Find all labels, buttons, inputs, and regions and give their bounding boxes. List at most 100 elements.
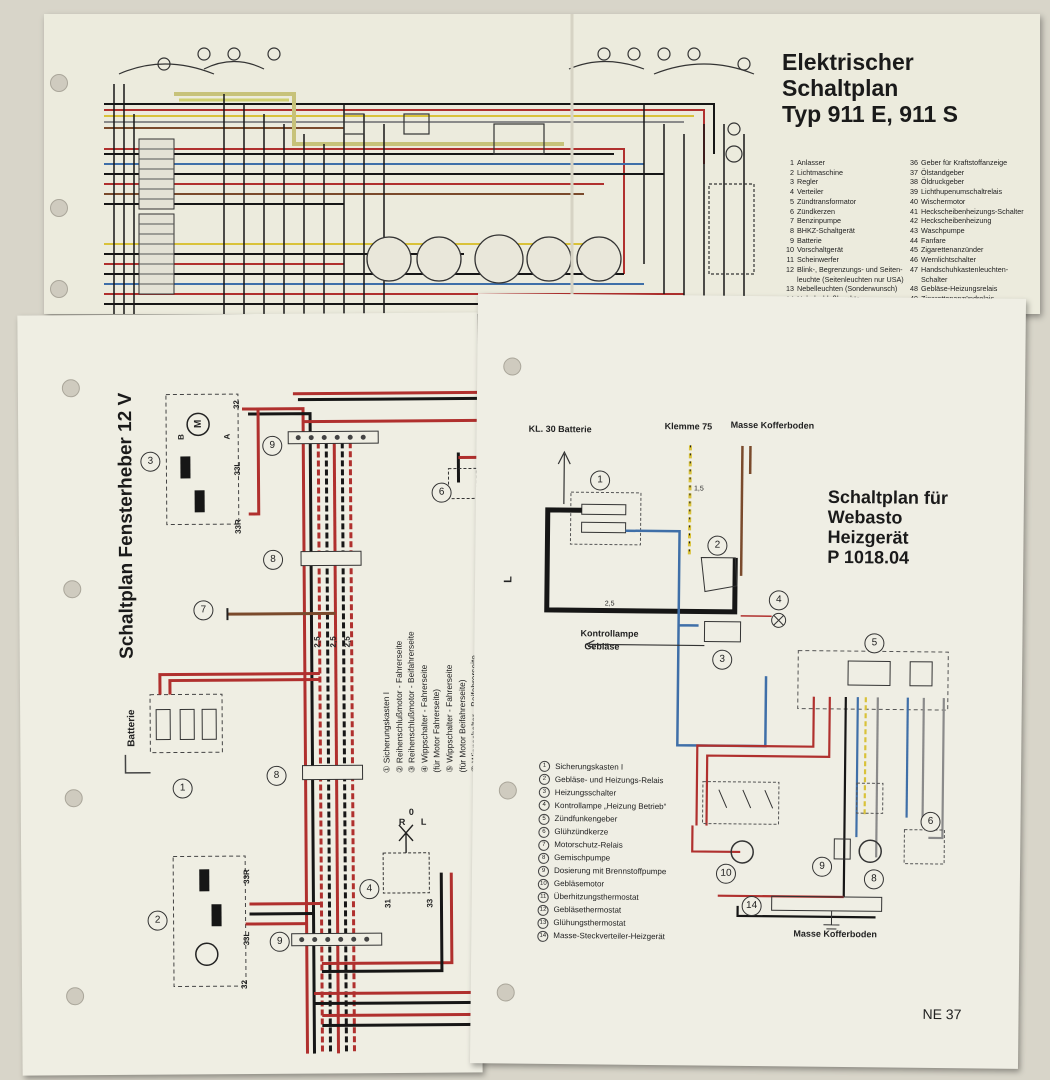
legend-text: Waschpumpe [921, 226, 965, 236]
component-4-marker: 4 [768, 590, 789, 611]
legend-text: Zündkerzen [797, 206, 835, 216]
legend-text: BHKZ-Schaltgerät [797, 226, 855, 236]
right-sheet-webasto: L KL. 30 Batterie Klemme 75 Masse Koffer… [469, 293, 1027, 1069]
legend-entry: ⑤ Wippschalter - Fahrerseite [443, 664, 455, 773]
wire-gauge: 2,5 [312, 636, 322, 648]
component-6-marker: 6 [920, 811, 941, 833]
legend-entry: ① Sicherungskasten I [380, 691, 392, 774]
component-14-marker: 14 [741, 895, 762, 917]
legend-text: Zündfunkengeber [554, 814, 618, 824]
legend-number: 8 [790, 226, 794, 236]
legend-number: 10 [786, 245, 794, 255]
legend-text: Schalter [921, 274, 948, 284]
legend-text: Blink-, Begrenzungs- und Seiten- [797, 264, 903, 274]
terminal-label: 32 [239, 980, 250, 990]
punch-hole [50, 199, 68, 217]
terminal-label: L [420, 816, 427, 827]
legend-text: Geber für Kraftstoffanzeige [921, 158, 1008, 167]
terminal-label: 33R [242, 869, 252, 884]
legend-number: 48 [910, 284, 918, 294]
battery-label: Batterie [126, 709, 138, 747]
component-2-marker: 2 [147, 910, 168, 931]
legend-text: Gebläse- und Heizungs-Relais [554, 775, 664, 786]
punch-hole [50, 280, 68, 298]
legend-number: 8 [538, 852, 550, 864]
webasto-schematic [544, 445, 949, 930]
legend-number: 4 [538, 800, 550, 812]
legend-text: Batterie [797, 235, 822, 245]
legend-text: Kontrollampe „Heizung Betrieb“ [554, 801, 667, 812]
legend-text: Heckscheibenheizung [921, 216, 992, 226]
legend-text: Gebläsemotor [553, 879, 605, 889]
wire-gauge: 2,5 [604, 600, 615, 608]
legend-number: 1 [790, 158, 794, 167]
legend-entry: 8 Gemischpumpe [538, 851, 666, 865]
legend-entry: Schalter [906, 275, 1024, 285]
title-line: Typ 911 E, 911 S [782, 100, 959, 127]
back-sheet-wiring-diagram: Elektrischer Schaltplan Typ 911 E, 911 S… [44, 14, 1040, 314]
legend-number: 9 [537, 865, 550, 877]
legend-text: Gemischpumpe [554, 853, 611, 863]
legend-text: Gebläsethermostat [553, 905, 622, 916]
terminal-label: 33 [425, 898, 435, 908]
legend-number: 40 [910, 196, 918, 206]
terminal-label: 32 [231, 400, 241, 410]
component-4-marker: 4 [359, 879, 380, 900]
wire-gauge: 1,5 [693, 485, 704, 493]
legend-text: Nebelleuchten (Sonderwunsch) [797, 284, 898, 294]
legend-text: Lichthupenumschaltrelais [921, 187, 1003, 197]
legend-text: Zigarettenanzünder [921, 245, 984, 255]
legend-number: 44 [910, 235, 918, 245]
legend-text: Motorschutz-Relais [554, 840, 623, 850]
legend-number: 5 [538, 813, 550, 825]
legend-text: Scheinwerfer [797, 255, 839, 265]
legend-number: 45 [910, 245, 918, 255]
component-7-marker: 7 [193, 600, 214, 621]
component-10-marker: 10 [715, 863, 737, 884]
legend-text: Fanfare [921, 235, 946, 245]
legend-entry: (für Motor Fahrerseite) [431, 688, 442, 773]
legend-text: Überhitzungsthermostat [553, 892, 639, 903]
terminal-label: 0 [408, 806, 414, 817]
legend-entry: ② Reihenschlußmotor - Fahrerseite [393, 640, 405, 773]
legend-number: 13 [537, 917, 549, 929]
legend-number: 47 [910, 264, 918, 274]
component-5-marker: 5 [864, 633, 885, 654]
legend-number: 11 [786, 255, 794, 265]
legend-entry: 5 Zündfunkengeber [538, 812, 666, 826]
legend-text: Lichtmaschine [797, 167, 843, 177]
wire-gauge: 2,5 [328, 636, 338, 648]
title-line: Elektrischer [782, 49, 914, 75]
component-1-marker: 1 [172, 778, 193, 799]
component-8-marker: 8 [266, 765, 287, 786]
punch-hole [50, 74, 68, 92]
component-3-marker: 3 [140, 451, 161, 472]
legend-text: Gebläse-Heizungsrelais [921, 284, 998, 294]
legend-text: Dosierung mit Brennstoffpumpe [553, 866, 667, 877]
window-lift-schematic [124, 390, 483, 1054]
legend-text: Masse-Steckverteiler-Heizgerät [553, 931, 665, 942]
